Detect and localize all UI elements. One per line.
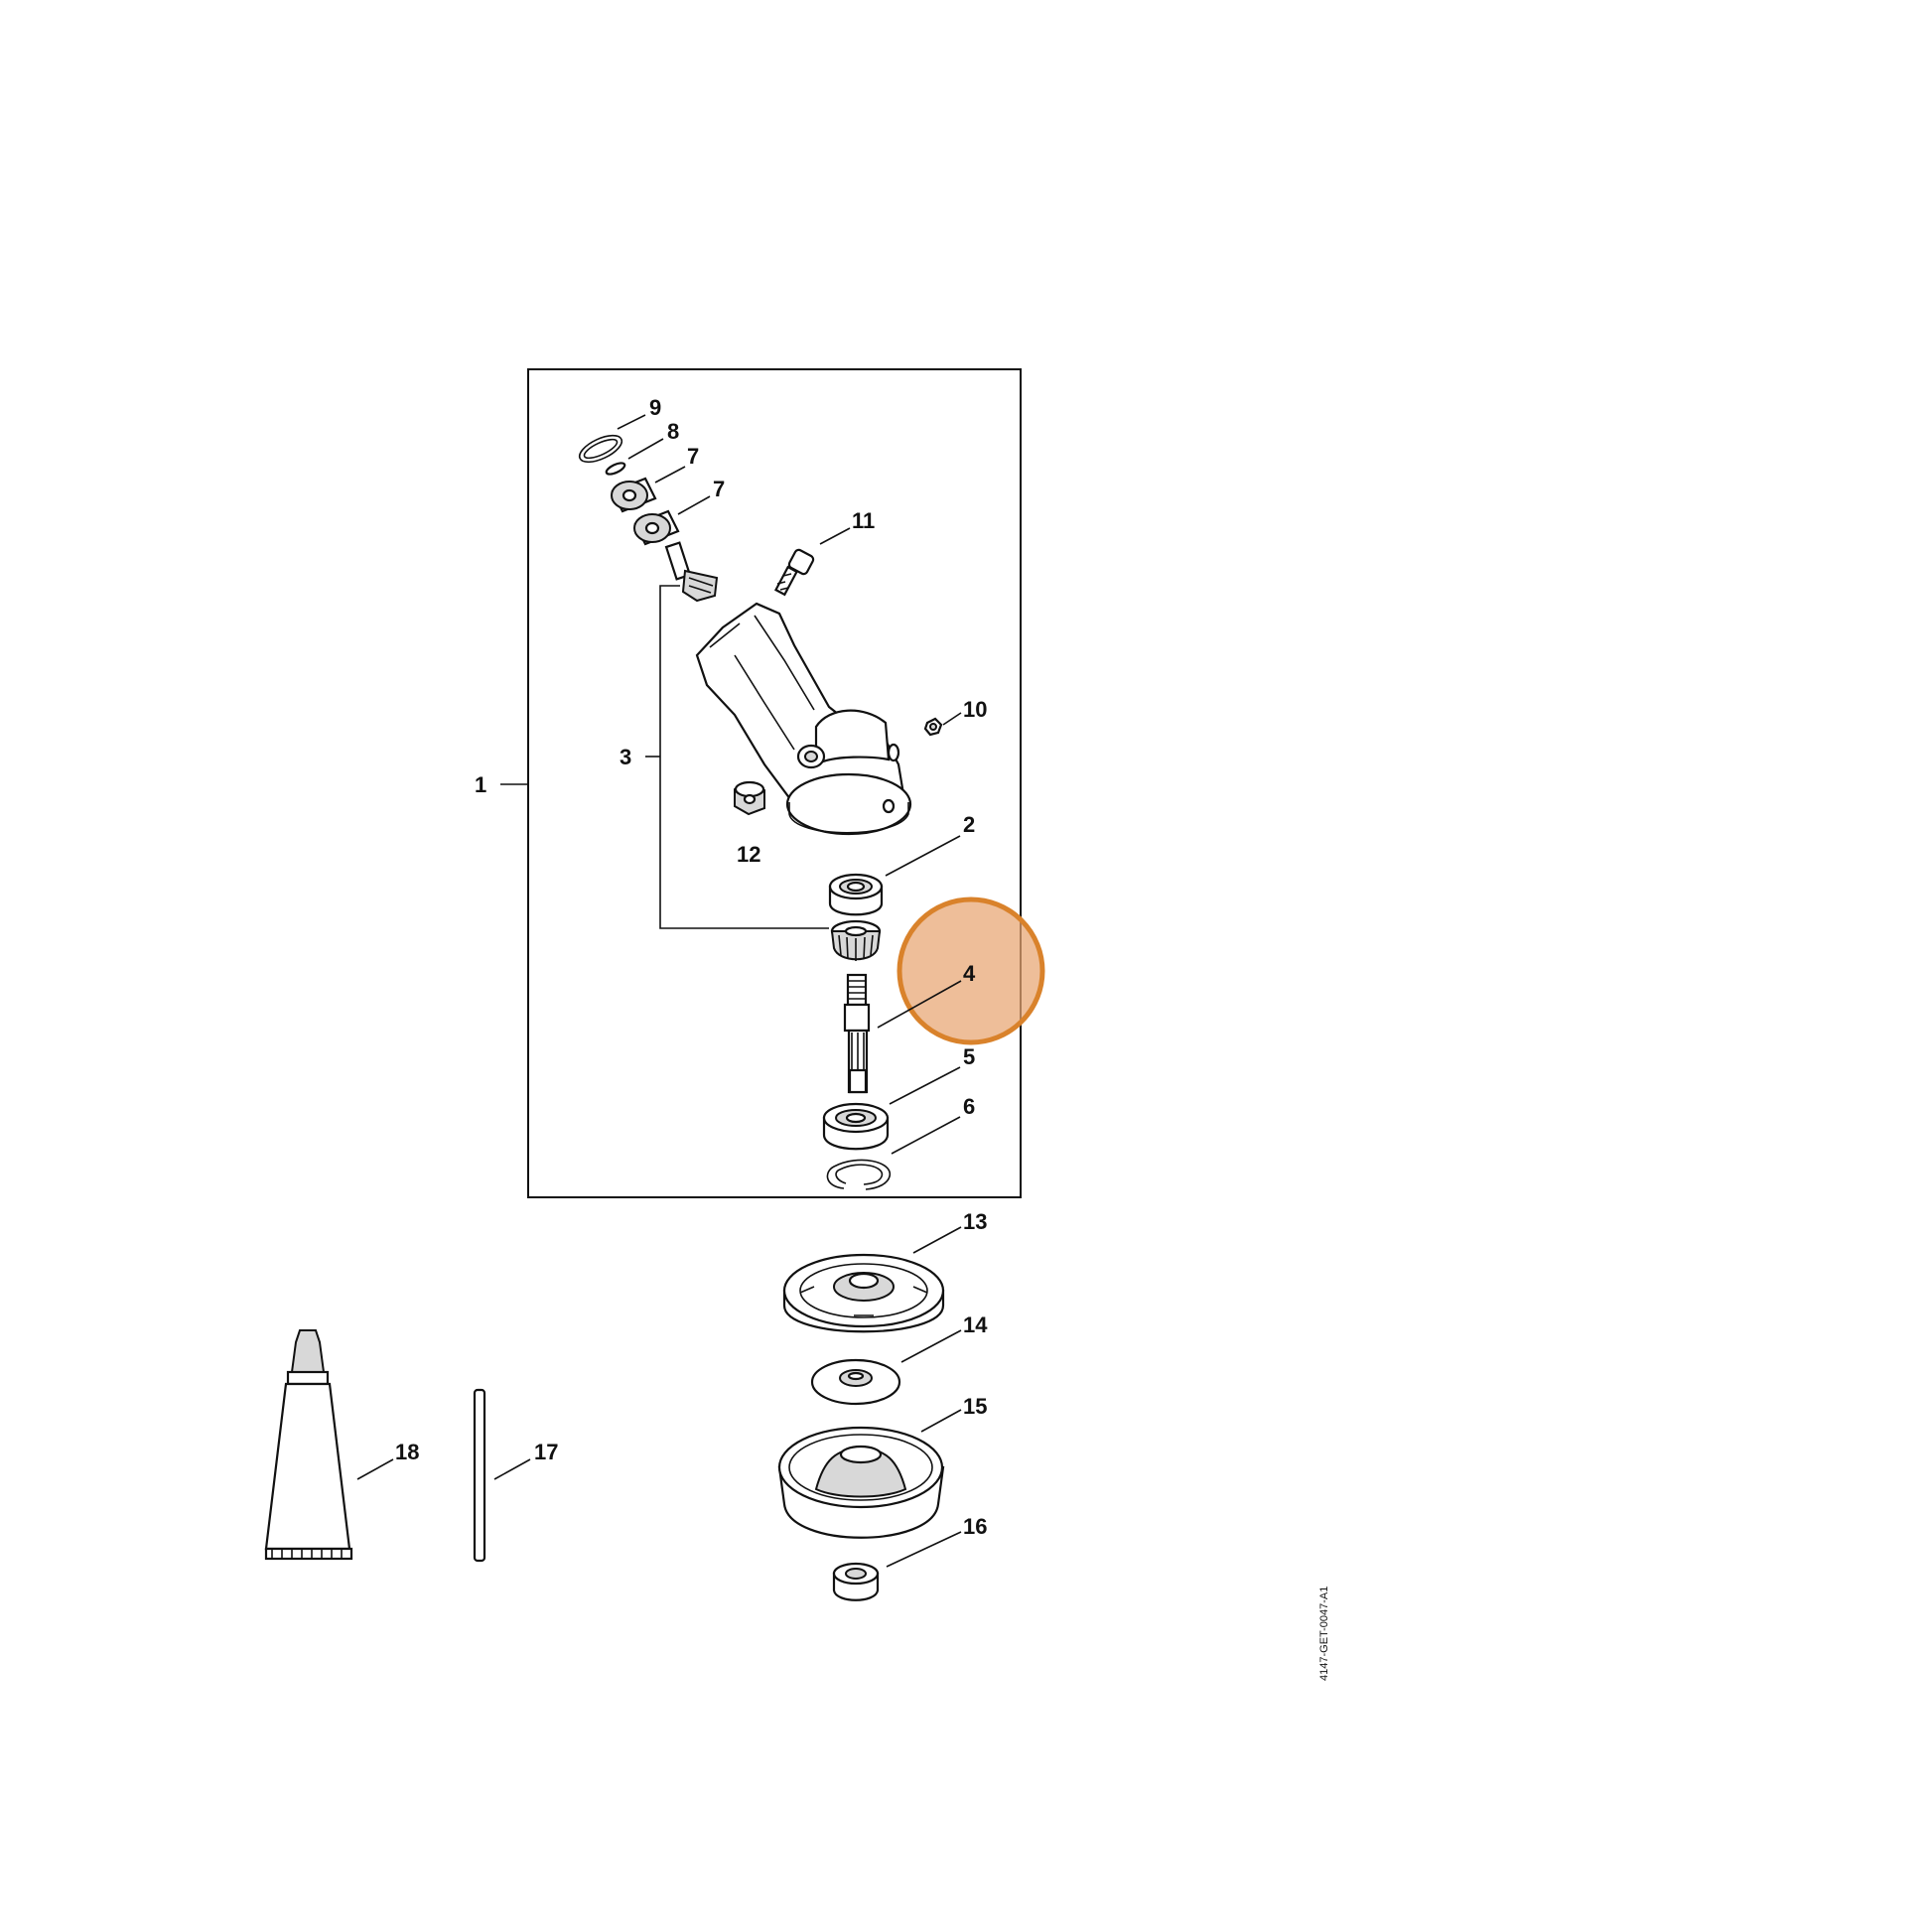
drawing-reference: 4147-GET-0047-A1 xyxy=(1318,1587,1330,1681)
cup-part-15 xyxy=(777,1426,945,1539)
part-label-11[interactable]: 11 xyxy=(852,508,875,533)
part-label-1[interactable]: 1 xyxy=(475,772,486,797)
part-label-2[interactable]: 2 xyxy=(963,812,975,837)
grease-tube-part-18 xyxy=(264,1329,353,1561)
nut-part-16 xyxy=(832,1562,880,1601)
pin-part-17 xyxy=(473,1388,486,1563)
shaft-part-4 xyxy=(843,973,871,1094)
part-label-13[interactable]: 13 xyxy=(963,1209,987,1234)
ring-part-8 xyxy=(605,462,626,476)
part-label-7b[interactable]: 7 xyxy=(713,477,725,501)
part-label-3[interactable]: 3 xyxy=(620,745,631,769)
bearing-part-7-upper xyxy=(611,477,657,513)
circlip-part-9 xyxy=(578,434,623,464)
part-label-15[interactable]: 15 xyxy=(963,1394,987,1419)
part-label-10[interactable]: 10 xyxy=(963,697,987,722)
part-label-8[interactable]: 8 xyxy=(667,419,679,444)
part-label-4[interactable]: 4 xyxy=(963,961,976,986)
washer-part-14 xyxy=(810,1358,901,1406)
part-label-16[interactable]: 16 xyxy=(963,1514,987,1539)
part-label-17[interactable]: 17 xyxy=(534,1440,558,1464)
part-label-12[interactable]: 12 xyxy=(737,842,760,867)
part-label-9[interactable]: 9 xyxy=(649,395,661,420)
gear-housing xyxy=(695,602,912,836)
part-label-7a[interactable]: 7 xyxy=(687,444,699,469)
bearing-part-5 xyxy=(822,1102,890,1151)
assembly-frame xyxy=(527,368,1022,1198)
highlight-circle-4 xyxy=(897,897,1045,1045)
snap-ring-part-6 xyxy=(826,1159,891,1190)
part-label-18[interactable]: 18 xyxy=(395,1440,419,1464)
bevel-gear xyxy=(830,919,882,961)
bevel-pinion xyxy=(664,541,719,603)
screw-part-11 xyxy=(773,548,815,597)
plug-part-12 xyxy=(734,780,765,816)
part-label-5[interactable]: 5 xyxy=(963,1044,975,1069)
nut-part-10 xyxy=(923,717,943,737)
part-label-6[interactable]: 6 xyxy=(963,1094,975,1119)
bearing-part-7-lower xyxy=(633,509,680,546)
bearing-part-2 xyxy=(828,873,884,916)
thrust-plate-part-13 xyxy=(782,1253,945,1333)
part-label-14[interactable]: 14 xyxy=(963,1312,988,1337)
